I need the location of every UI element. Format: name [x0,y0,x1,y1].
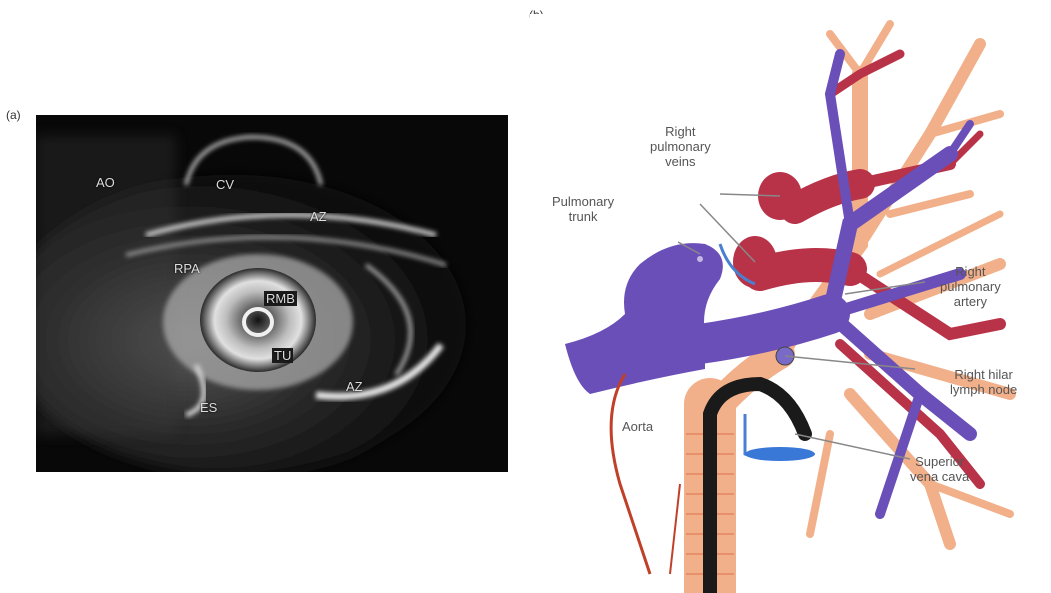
label-rmb: RMB [264,291,297,306]
label-pulmonary-trunk: Pulmonary trunk [552,194,614,224]
label-aorta: Aorta [622,419,653,434]
label-es: ES [200,400,217,415]
label-ao: AO [96,175,115,190]
label-cv: CV [216,177,234,192]
label-superior-vena-cava: Superior vena cava [910,454,969,484]
ultrasound-image: AO CV AZ RPA RMB TU AZ ES [36,115,508,472]
anatomy-illustration: Right pulmonary veins Pulmonary trunk Ri… [530,14,1051,593]
label-right-pulmonary-artery: Right pulmonary artery [940,264,1001,309]
label-tu: TU [272,348,293,363]
panel-a-letter: (a) [6,108,21,122]
label-az-top: AZ [310,209,327,224]
label-right-pulmonary-veins: Right pulmonary veins [650,124,711,169]
label-rpa: RPA [174,261,200,276]
label-az-bottom: AZ [346,379,363,394]
svc-ellipse [745,447,815,461]
label-right-hilar-lymph-node: Right hilar lymph node [950,367,1017,397]
